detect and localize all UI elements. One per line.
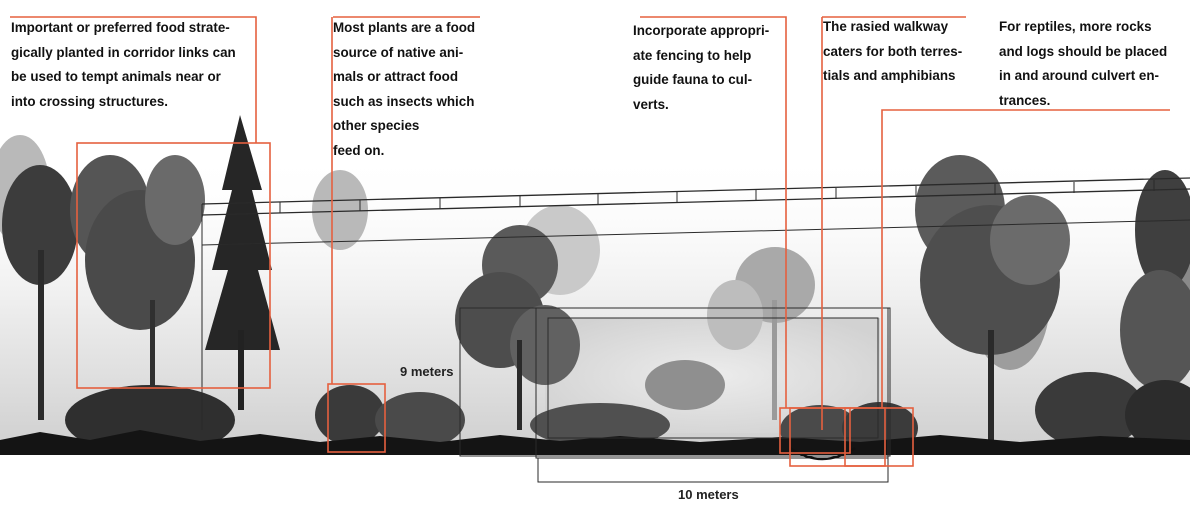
height-dimension-label: 9 meters	[400, 364, 454, 379]
dimension-lines	[459, 308, 889, 483]
width-dimension-label: 10 meters	[678, 487, 739, 502]
note-line: The rasied walkway	[823, 19, 949, 34]
native-plants-note: Most plants are a food source of native …	[333, 16, 481, 164]
note-line: into crossing structures.	[11, 93, 169, 109]
note-line: feed on.	[333, 142, 385, 158]
note-line: tials and amphibians	[823, 68, 956, 84]
note-line: verts.	[633, 96, 669, 112]
note-line: guide fauna to cul-	[633, 72, 753, 88]
note-line: source of native ani-	[333, 44, 464, 60]
note-line: gically planted in corridor links can	[11, 44, 236, 60]
note-line: Important or preferred food strate-	[11, 20, 230, 35]
note-line: in and around culvert en-	[999, 68, 1159, 84]
note-line: and logs should be placed	[999, 43, 1168, 59]
note-line: caters for both terres-	[823, 43, 963, 59]
note-line: For reptiles, more rocks	[999, 19, 1152, 34]
mid-trees	[2, 115, 1190, 440]
note-line: trances.	[999, 92, 1051, 108]
note-line: other species	[333, 118, 420, 134]
fencing-note: Incorporate appropri- ate fencing to hel…	[633, 19, 779, 117]
ground-silhouette	[0, 430, 1190, 455]
note-line: be used to tempt animals near or	[11, 69, 221, 85]
food-planting-note: Important or preferred food strate- gica…	[11, 16, 247, 114]
note-line: such as insects which	[333, 93, 475, 109]
reptiles-note: For reptiles, more rocks and logs should…	[999, 15, 1173, 113]
walkway-note: The rasied walkway caters for both terre…	[823, 15, 970, 89]
note-line: ate fencing to help	[633, 47, 752, 63]
callout-leaders	[10, 16, 1170, 467]
raised-walkway	[201, 177, 1190, 430]
note-line: Incorporate appropri-	[633, 23, 770, 38]
note-line: Most plants are a food	[333, 20, 476, 35]
note-line: mals or attract food	[333, 69, 459, 85]
